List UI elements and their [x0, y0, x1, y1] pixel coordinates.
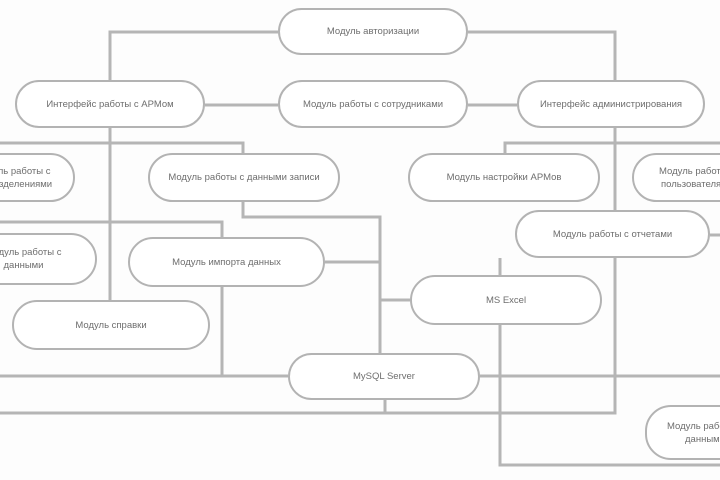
node-import: Модуль импорта данных [128, 237, 325, 287]
node-arm-interface: Интерфейс работы с АРМом [15, 80, 205, 128]
node-arm-settings: Модуль настройки АРМов [408, 153, 600, 202]
node-help: Модуль справки [12, 300, 210, 350]
node-reports: Модуль работы с отчетами [515, 210, 710, 258]
connector [108, 30, 278, 80]
node-staff: Модуль работы с сотрудниками [278, 80, 468, 128]
node-bottom-right: Модуль работы с данными [645, 405, 720, 460]
node-users: Модуль работы с пользователями [632, 153, 720, 202]
connector [468, 30, 617, 80]
node-subdivisions: Модуль работы с подразделениями [0, 153, 75, 202]
connector [503, 141, 720, 153]
connector [0, 220, 224, 237]
node-data-records: Модуль работы с данными записи [148, 153, 340, 202]
connector [498, 258, 720, 467]
node-left-module: Модуль работы с данными [0, 233, 97, 285]
node-auth: Модуль авторизации [278, 8, 468, 55]
node-admin-interface: Интерфейс администрирования [517, 80, 705, 128]
connector [0, 258, 617, 415]
connector [241, 202, 382, 353]
connector [0, 141, 245, 153]
node-mysql-server: MySQL Server [288, 353, 480, 400]
node-ms-excel: MS Excel [410, 275, 602, 325]
